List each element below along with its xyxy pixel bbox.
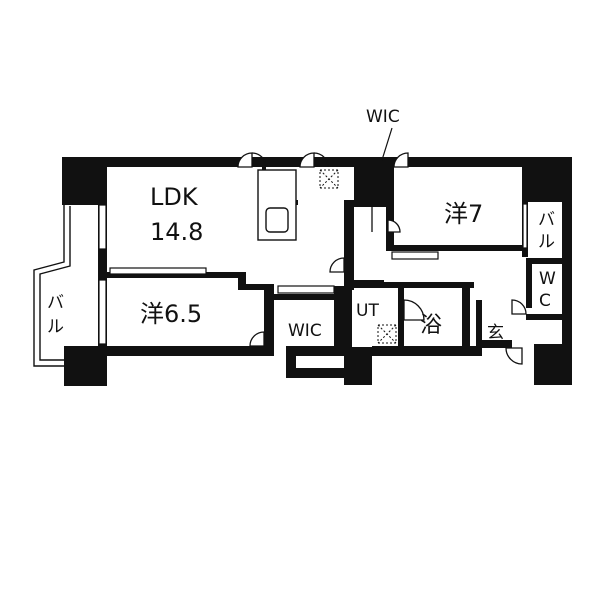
balcony-left-line1: バ bbox=[47, 293, 64, 313]
door-western-a bbox=[249, 331, 265, 347]
doors bbox=[237, 152, 527, 365]
room-western-a: 洋6.5 bbox=[140, 300, 202, 328]
appliance-boxes bbox=[319, 169, 397, 344]
door-toilet bbox=[511, 299, 527, 315]
door-corridor bbox=[329, 257, 345, 273]
room-utility: UT bbox=[356, 301, 379, 321]
door-ldk-top-2 bbox=[299, 152, 315, 168]
door-bath bbox=[403, 299, 425, 321]
fridge-box bbox=[319, 169, 339, 189]
balcony-right-line2: ル bbox=[538, 232, 555, 252]
room-toilet-line2: C bbox=[539, 291, 551, 311]
wic-callout-line bbox=[381, 127, 393, 161]
door-ldk-top-1 bbox=[237, 152, 253, 168]
room-ldk-name: LDK bbox=[150, 183, 199, 211]
washer-box bbox=[377, 324, 397, 344]
room-ldk-size: 14.8 bbox=[150, 218, 203, 246]
balcony-left-line2: ル bbox=[47, 317, 64, 337]
door-wic-2 bbox=[387, 219, 401, 233]
door-western-b bbox=[393, 152, 409, 168]
balcony-right-line1: バ bbox=[538, 210, 555, 230]
room-toilet-line1: W bbox=[539, 269, 556, 289]
windows bbox=[98, 203, 528, 345]
room-wic-2: WIC bbox=[366, 107, 400, 127]
kitchen-counter bbox=[257, 169, 297, 241]
room-bath: 浴 bbox=[420, 313, 442, 338]
exterior-walls bbox=[62, 157, 572, 386]
room-wic-1: WIC bbox=[288, 321, 322, 341]
pillar-top-left bbox=[62, 157, 107, 205]
room-western-b: 洋7 bbox=[444, 200, 483, 228]
pillar-bottom-right bbox=[534, 344, 572, 385]
pillar-mid-top bbox=[354, 157, 386, 207]
room-entrance: 玄 bbox=[487, 323, 504, 343]
pillar-top-right bbox=[526, 157, 572, 202]
door-entrance bbox=[505, 347, 523, 365]
balcony-left-outline bbox=[33, 200, 71, 367]
